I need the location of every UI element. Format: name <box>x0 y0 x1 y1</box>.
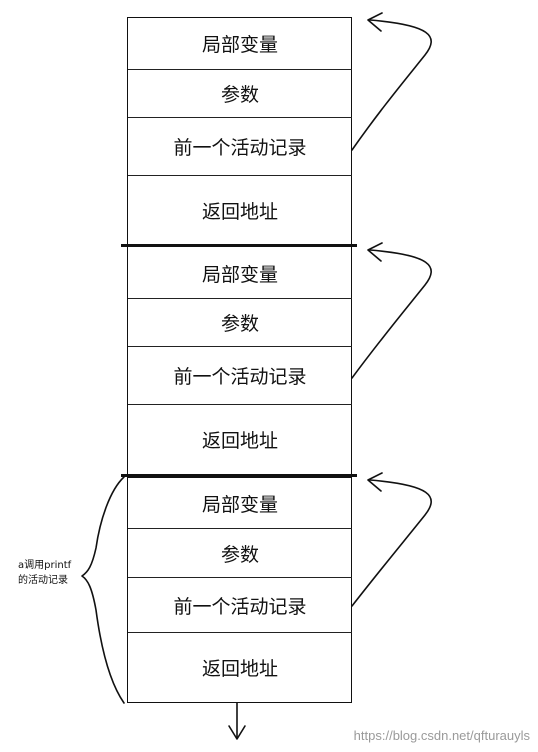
down-arrow-head <box>228 725 246 740</box>
frame3-local-variables: 局部变量 <box>201 493 278 516</box>
frame2-divider-2 <box>128 346 352 347</box>
brace-label: a调用printf 的活动记录 <box>18 558 84 588</box>
frame3-divider-2 <box>128 577 352 578</box>
frame2-divider-3 <box>128 404 352 405</box>
frame1-return-address: 返回地址 <box>201 200 278 223</box>
frame1-local-variables: 局部变量 <box>201 34 278 56</box>
frame2-parameters: 参数 <box>220 313 259 335</box>
brace-label-line1: a调用printf <box>18 560 72 571</box>
frame2-return-address: 返回地址 <box>201 430 278 452</box>
frame1-divider-2 <box>128 117 352 118</box>
watermark: https://blog.csdn.net/qfturauyls <box>353 728 530 743</box>
link-arrow-2 <box>351 249 432 379</box>
frame1-parameters: 参数 <box>220 84 259 106</box>
arrowhead-1 <box>367 12 383 32</box>
frame-separator-2 <box>121 474 357 477</box>
arrowhead-3 <box>367 472 383 492</box>
frame1-previous-record: 前一个活动记录 <box>173 137 307 159</box>
frame3-parameters: 参数 <box>220 543 259 566</box>
frame3-divider-3 <box>128 632 352 633</box>
frame3-previous-record: 前一个活动记录 <box>173 595 307 618</box>
frame2-local-variables: 局部变量 <box>201 263 278 286</box>
brace-label-line2: 的活动记录 <box>18 575 68 586</box>
link-arrow-1 <box>351 19 432 151</box>
arrowhead-2 <box>367 242 383 262</box>
curly-brace <box>81 476 125 704</box>
frame-separator-1 <box>121 244 357 247</box>
frame1-divider-3 <box>128 175 352 176</box>
frame2-previous-record: 前一个活动记录 <box>173 366 307 388</box>
frame2-divider-1 <box>128 298 352 299</box>
frame3-return-address: 返回地址 <box>201 658 278 680</box>
frame3-divider-1 <box>128 528 352 529</box>
link-arrow-3 <box>351 479 432 607</box>
frame1-divider-1 <box>128 69 352 70</box>
